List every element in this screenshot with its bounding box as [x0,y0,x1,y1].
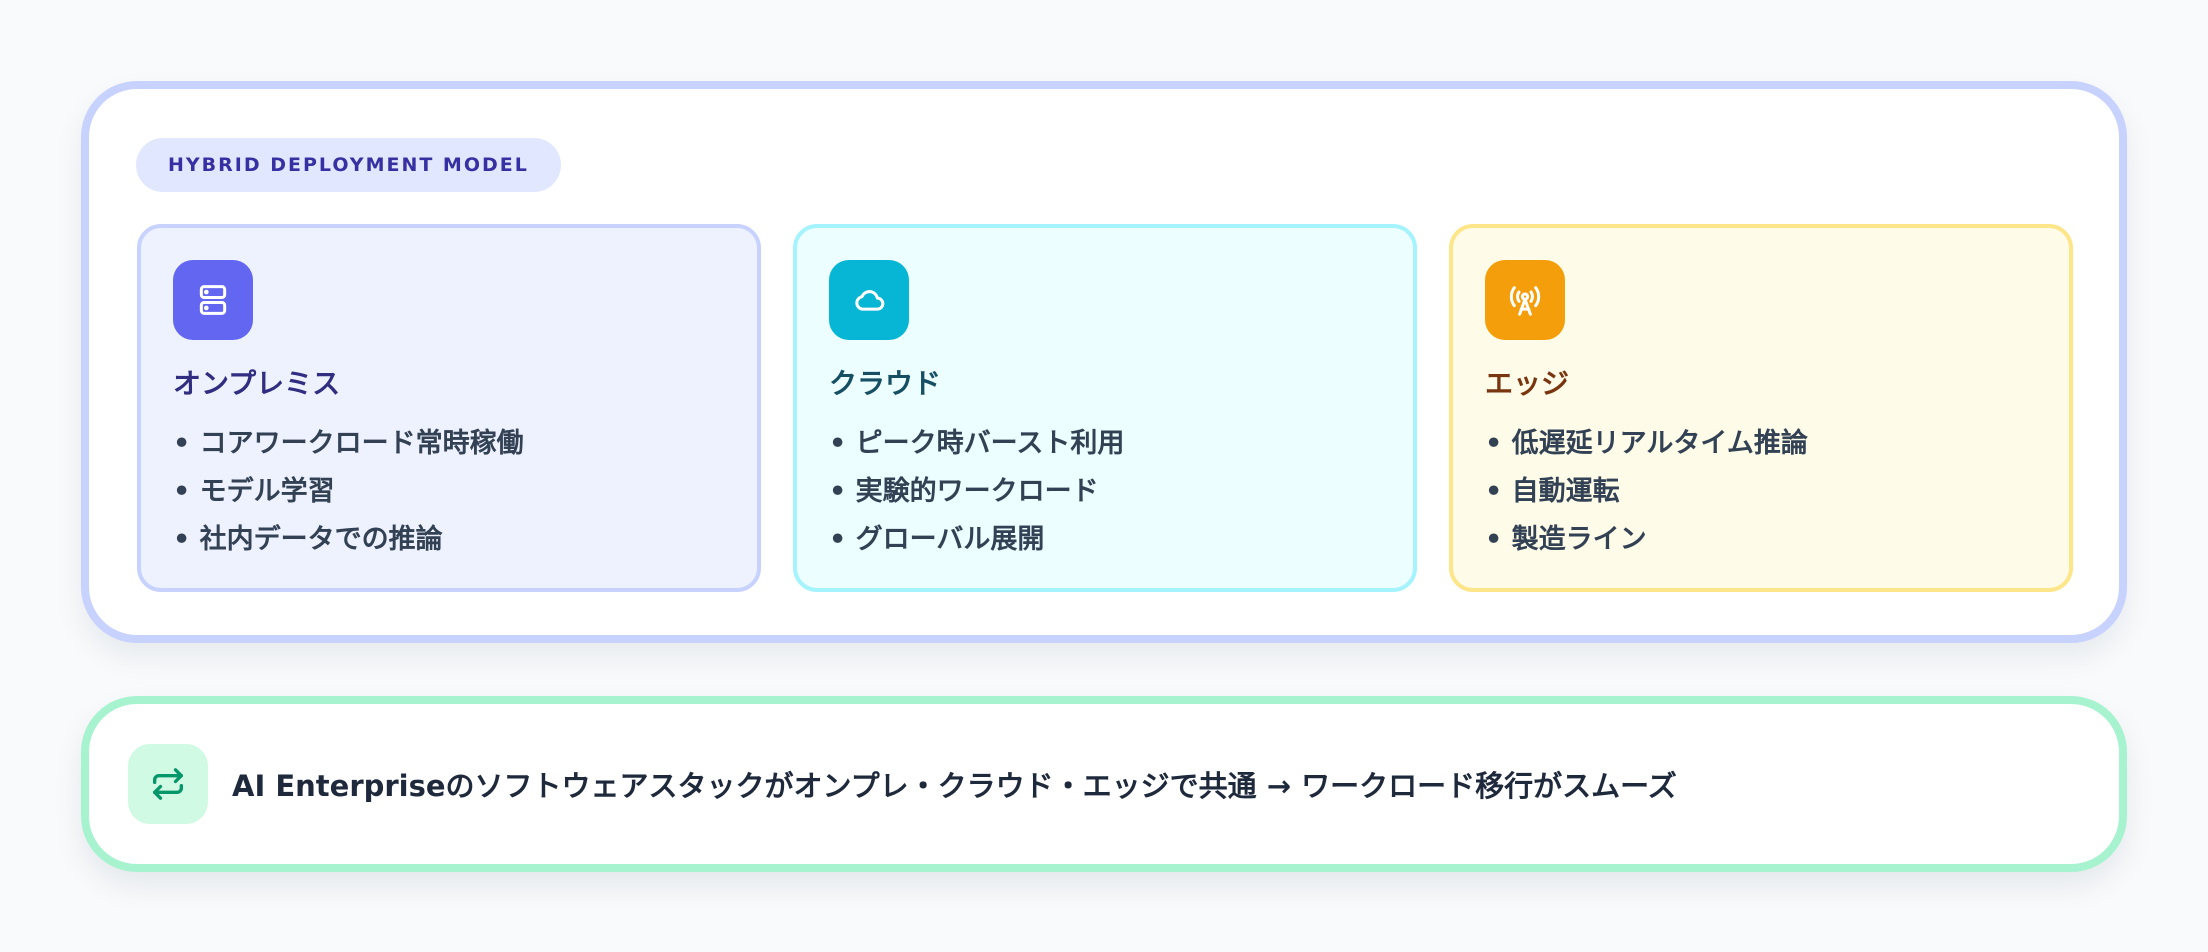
card-bullet-list: コアワークロード常時稼働 モデル学習 社内データでの推論 [173,420,524,564]
banner-icon-box [128,744,208,824]
deployment-cards: オンプレミス コアワークロード常時稼働 モデル学習 社内データでの推論 クラウド… [137,224,2073,592]
card-title: エッジ [1485,367,1570,400]
server-icon [199,285,227,315]
card-title: オンプレミス [173,367,341,400]
sync-arrows-icon [153,768,183,800]
card-cloud: クラウド ピーク時バースト利用 実験的ワークロード グローバル展開 [793,224,1417,592]
section-label: HYBRID DEPLOYMENT MODEL [136,138,561,192]
list-item: 社内データでの推論 [173,516,524,564]
card-icon-box [1485,260,1565,340]
card-edge: エッジ 低遅延リアルタイム推論 自動運転 製造ライン [1449,224,2073,592]
card-icon-box [173,260,253,340]
hybrid-deployment-panel: HYBRID DEPLOYMENT MODEL オンプレミス コアワークロード常… [81,81,2127,643]
list-item: 自動運転 [1485,468,1808,516]
list-item: ピーク時バースト利用 [829,420,1125,468]
card-onprem: オンプレミス コアワークロード常時稼働 モデル学習 社内データでの推論 [137,224,761,592]
summary-banner: AI Enterpriseのソフトウェアスタックがオンプレ・クラウド・エッジで共… [81,696,2127,872]
list-item: 実験的ワークロード [829,468,1124,516]
cloud-icon [855,290,885,311]
card-bullet-list: 低遅延リアルタイム推論 自動運転 製造ライン [1485,420,1808,564]
card-bullet-list: ピーク時バースト利用 実験的ワークロード グローバル展開 [829,420,1125,564]
card-title: クラウド [829,367,942,400]
list-item: 低遅延リアルタイム推論 [1485,420,1808,468]
card-icon-box [829,260,909,340]
list-item: 製造ライン [1485,516,1808,564]
banner-text: AI Enterpriseのソフトウェアスタックがオンプレ・クラウド・エッジで共… [232,769,1677,803]
list-item: モデル学習 [173,468,524,516]
list-item: コアワークロード常時稼働 [173,420,524,468]
list-item: グローバル展開 [829,516,1124,564]
antenna-icon [1509,286,1541,316]
